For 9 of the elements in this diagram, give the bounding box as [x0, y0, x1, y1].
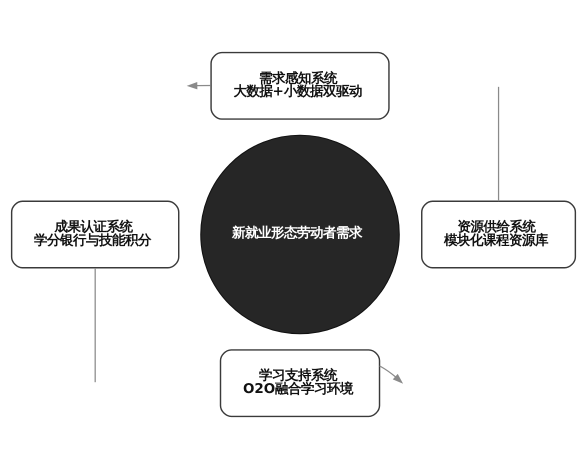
connector: [498, 86, 500, 201]
node-box: 成果认证系统 学分银行与技能积分: [10, 200, 180, 268]
connector: [94, 268, 96, 382]
node-box: 资源供给系统 模块化课程资源库: [421, 200, 576, 268]
node-box: 学习支持系统 O2O融合学习环境: [220, 348, 380, 417]
node-circle: 新就业形态劳动者需求: [200, 134, 400, 334]
arrow: [186, 81, 211, 89]
node-box: 需求感知系统 大数据+小数据双驱动: [210, 51, 390, 120]
arrow: [379, 364, 404, 384]
